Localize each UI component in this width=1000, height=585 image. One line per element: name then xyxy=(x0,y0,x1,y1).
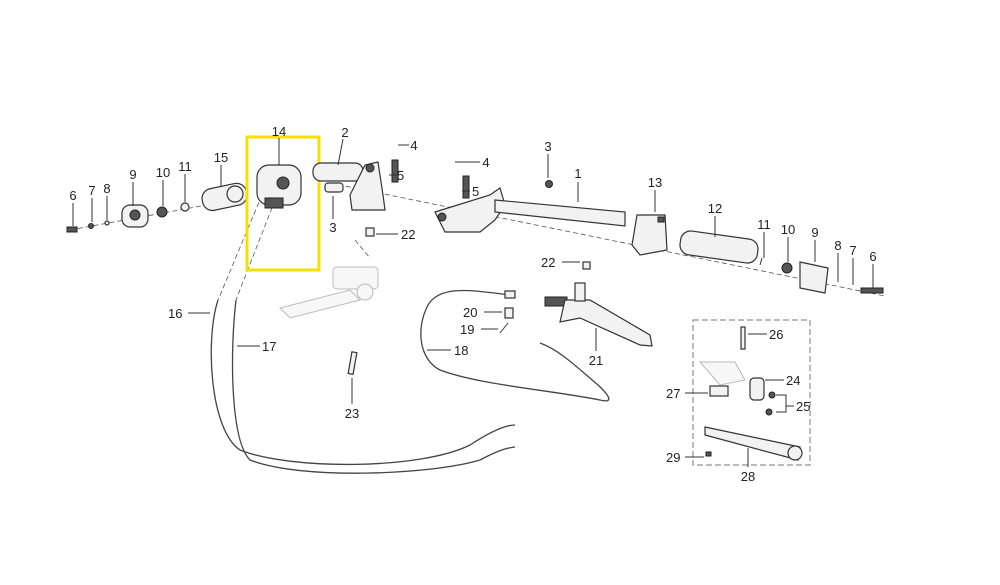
callout-16: 16 xyxy=(168,306,182,321)
part-clamp-left xyxy=(312,161,386,211)
callout-29: 29 xyxy=(666,450,680,465)
part-washer-small-left xyxy=(104,220,110,226)
callout-13: 13 xyxy=(648,175,662,190)
part-circlip-left xyxy=(180,202,190,212)
callout-10: 10 xyxy=(781,222,795,237)
callout-2: 2 xyxy=(341,125,348,140)
part-grip-right xyxy=(679,230,759,264)
part-switch-housing-right xyxy=(631,214,668,256)
part-nut-3 xyxy=(545,180,553,188)
callout-14: 14 xyxy=(272,124,286,139)
callout-5: 5 xyxy=(397,168,404,183)
callout-28: 28 xyxy=(741,469,755,484)
part-bolt-left xyxy=(66,226,78,233)
callout-19: 19 xyxy=(460,322,474,337)
part-bar-end-left xyxy=(121,204,149,228)
callout-20: 20 xyxy=(463,305,477,320)
part-grip-left xyxy=(201,182,248,212)
part-nut-right xyxy=(781,262,793,274)
throttle-cable-17 xyxy=(231,299,516,474)
part-pin-19 xyxy=(499,322,509,334)
callout-3: 3 xyxy=(329,220,336,235)
part-nut-left xyxy=(156,206,168,218)
part-washer-left xyxy=(88,223,94,229)
callout-11: 11 xyxy=(757,217,771,232)
callout-1: 1 xyxy=(574,166,581,181)
ghost-brake-master xyxy=(279,266,379,319)
part-clutch-lever xyxy=(544,261,653,347)
callout-10: 10 xyxy=(156,165,170,180)
part-bolt xyxy=(391,159,399,183)
callout-25: 25 xyxy=(796,399,810,414)
callout-22: 22 xyxy=(401,227,415,242)
callout-12: 12 xyxy=(708,201,722,216)
part-handlebar xyxy=(434,187,626,233)
callout-8: 8 xyxy=(834,238,841,253)
callout-8: 8 xyxy=(103,181,110,196)
callout-27: 27 xyxy=(666,386,680,401)
inset-parts xyxy=(698,326,803,461)
part-bolt-right xyxy=(860,287,884,294)
part-20 xyxy=(504,307,514,319)
part-bar-end-right xyxy=(799,261,829,294)
callout-6: 6 xyxy=(869,249,876,264)
callout-9: 9 xyxy=(811,225,818,240)
part-bolt xyxy=(462,175,470,199)
callout-22: 22 xyxy=(541,255,555,270)
leader-lines xyxy=(72,138,874,467)
throttle-cable-16 xyxy=(210,299,516,466)
part-throttle-housing xyxy=(256,164,302,209)
callout-6: 6 xyxy=(69,188,76,203)
callout-17: 17 xyxy=(262,339,276,354)
callout-15: 15 xyxy=(214,150,228,165)
callout-11: 11 xyxy=(178,159,192,174)
callout-9: 9 xyxy=(129,167,136,182)
callout-24: 24 xyxy=(786,373,800,388)
callout-4: 4 xyxy=(482,155,489,170)
cable-end xyxy=(504,290,516,299)
highlight-box xyxy=(245,135,321,272)
callout-23: 23 xyxy=(345,406,359,421)
callout-18: 18 xyxy=(454,343,468,358)
clutch-cable-18 xyxy=(420,289,610,402)
callout-21: 21 xyxy=(589,353,603,368)
callout-26: 26 xyxy=(769,327,783,342)
callout-3: 3 xyxy=(544,139,551,154)
callouts: 14 2 4 4 5 5 3 1 13 12 11 10 9 8 7 6 6 7… xyxy=(69,124,876,484)
callout-4: 4 xyxy=(410,138,417,153)
part-cap-22-left xyxy=(365,227,375,237)
callout-7: 7 xyxy=(88,183,95,198)
callout-5: 5 xyxy=(472,184,479,199)
part-23 xyxy=(347,351,358,376)
callout-7: 7 xyxy=(849,243,856,258)
